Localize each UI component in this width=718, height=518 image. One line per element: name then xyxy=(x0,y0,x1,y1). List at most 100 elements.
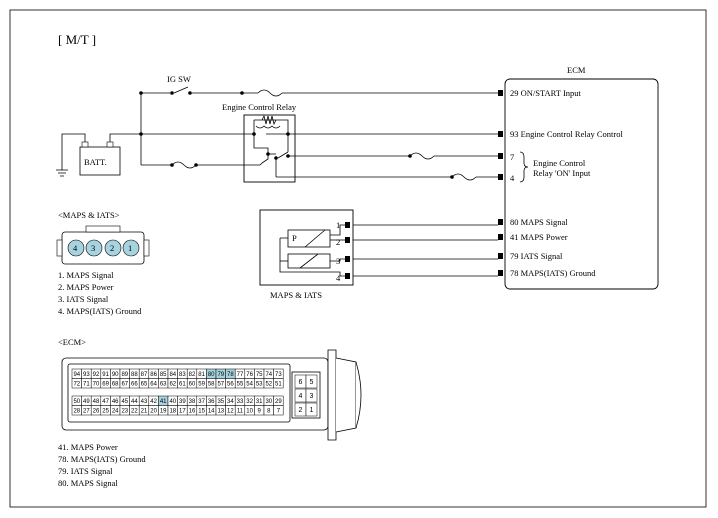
ecm-pin-markers xyxy=(498,90,503,276)
ecm-pin-number-79: 79 xyxy=(217,372,224,378)
ecm-pin-number-18: 18 xyxy=(169,409,176,415)
ecm-pin-number-36: 36 xyxy=(208,399,215,405)
ecm-legend-41: 41. MAPS Power xyxy=(58,442,118,452)
ecm-pin-number-28: 28 xyxy=(73,409,80,415)
ecm-pin-number-30: 30 xyxy=(265,399,272,405)
ecm-pin-78: 78 MAPS(IATS) Ground xyxy=(510,268,596,278)
ecm-pin-number-16: 16 xyxy=(189,409,196,415)
ecm-pin-number-47: 47 xyxy=(102,399,109,405)
maps-connector-title: <MAPS & IATS> xyxy=(58,210,120,220)
ecm-pin-7: 7 xyxy=(510,152,514,162)
sensor-pin-numbers: 1 2 3 4 xyxy=(336,220,341,283)
ecm-pin-number-55: 55 xyxy=(237,382,244,388)
ecm-legend-78: 78. MAPS(IATS) Ground xyxy=(58,454,146,464)
relay-label: Engine Control Relay xyxy=(222,102,297,112)
sensor-pin-3: 3 xyxy=(336,256,340,266)
ecm-pin-number-56: 56 xyxy=(227,382,234,388)
ecm-pin-number-88: 88 xyxy=(131,372,138,378)
ecm-pin-number-22: 22 xyxy=(131,409,138,415)
ecm-pin-number-23: 23 xyxy=(121,409,128,415)
ecm-pin-number-94: 94 xyxy=(73,372,80,378)
ecm-pin-number-82: 82 xyxy=(189,372,196,378)
ecm-pin-number-52: 52 xyxy=(265,382,272,388)
ecm-pin-number-76: 76 xyxy=(246,372,253,378)
ecm-pin-number-26: 26 xyxy=(93,409,100,415)
ecm-pin-number-14: 14 xyxy=(208,409,215,415)
ecm-pin-number-7: 7 xyxy=(277,409,281,415)
ecm-pin-number-63: 63 xyxy=(160,382,167,388)
ecm-pin-number-37: 37 xyxy=(198,399,205,405)
ecm-pin-cell-51 xyxy=(273,378,284,389)
ecm-pin-number-33: 33 xyxy=(237,399,244,405)
ecm-pin-number-10: 10 xyxy=(246,409,253,415)
ecm-pin-number-81: 81 xyxy=(198,372,205,378)
ecm-pin-number-27: 27 xyxy=(83,409,90,415)
maps-legend-4: 4. MAPS(IATS) Ground xyxy=(58,306,142,316)
ecm-pin-number-74: 74 xyxy=(265,372,272,378)
ecm-pin-number-40: 40 xyxy=(169,399,176,405)
battery-label: BATT. xyxy=(84,157,107,167)
ecm-pin-number-83: 83 xyxy=(179,372,186,378)
ecm-pin-number-80: 80 xyxy=(208,372,215,378)
ig-sw-label: IG SW xyxy=(167,74,191,84)
sensor-p-label: P xyxy=(292,233,297,243)
ecm-pin-number-92: 92 xyxy=(93,372,100,378)
ecm-pin-number-53: 53 xyxy=(256,382,263,388)
ecm-pin-number-49: 49 xyxy=(83,399,90,405)
ecm-pin-number-29: 29 xyxy=(275,399,282,405)
ecm-pin-number-70: 70 xyxy=(93,382,100,388)
ecm-pin-number-46: 46 xyxy=(112,399,119,405)
ecm-pin-number-64: 64 xyxy=(150,382,157,388)
ecm-pin-number-90: 90 xyxy=(112,372,119,378)
ecm-pin-number-31: 31 xyxy=(256,399,263,405)
ecm-pin-number-89: 89 xyxy=(121,372,128,378)
ecm-pin-number-39: 39 xyxy=(179,399,186,405)
relay-on-input-brace xyxy=(519,151,529,183)
ecm-pin-number-11: 11 xyxy=(237,409,244,415)
ecm-side-number-4: 4 xyxy=(299,393,303,400)
ecm-pin-number-32: 32 xyxy=(246,399,253,405)
ecm-pin-number-51: 51 xyxy=(275,382,282,388)
ecm-pin-number-59: 59 xyxy=(198,382,205,388)
maps-connector-pin-4: 4 xyxy=(73,243,78,253)
ecm-pin-number-43: 43 xyxy=(141,399,148,405)
ecm-pin-number-21: 21 xyxy=(141,409,148,415)
ecm-side-cell-3 xyxy=(305,388,318,403)
ecm-pin-41: 41 MAPS Power xyxy=(510,232,568,242)
maps-iats-sensor xyxy=(259,209,498,286)
ecm-pin-number-38: 38 xyxy=(189,399,196,405)
ecm-pin-number-75: 75 xyxy=(256,372,263,378)
sensor-pin-markers xyxy=(345,222,350,279)
power-wiring xyxy=(56,86,498,181)
ecm-side-number-6: 6 xyxy=(299,379,303,386)
ecm-pin-number-54: 54 xyxy=(246,382,253,388)
ecm-legend-80: 80. MAPS Signal xyxy=(58,478,118,488)
ecm-pin-number-19: 19 xyxy=(160,409,167,415)
ecm-side-number-5: 5 xyxy=(310,379,314,386)
ecm-side-number-2: 2 xyxy=(299,407,303,414)
ecm-pin-number-15: 15 xyxy=(198,409,205,415)
ecm-pin-number-45: 45 xyxy=(121,399,128,405)
ecm-pin-29: 29 ON/START Input xyxy=(510,88,582,98)
ecm-pin-number-85: 85 xyxy=(160,372,167,378)
page-frame xyxy=(9,9,707,508)
ecm-pin-number-66: 66 xyxy=(131,382,138,388)
ecm-legend-79: 79. IATS Signal xyxy=(58,466,113,476)
ecm-pin-number-87: 87 xyxy=(141,372,148,378)
maps-legend-1: 1. MAPS Signal xyxy=(58,270,114,280)
ecm-pin-number-9: 9 xyxy=(258,409,262,415)
ecm-pin-number-48: 48 xyxy=(93,399,100,405)
ecm-pin-number-71: 71 xyxy=(83,382,90,388)
ecm-pin-number-61: 61 xyxy=(179,382,186,388)
ecm-pin-number-67: 67 xyxy=(121,382,128,388)
maps-connector-legend: 1. MAPS Signal 2. MAPS Power 3. IATS Sig… xyxy=(58,270,142,316)
maps-legend-2: 2. MAPS Power xyxy=(58,282,114,292)
ecm-pin-number-24: 24 xyxy=(112,409,119,415)
ecm-pin-number-68: 68 xyxy=(112,382,119,388)
ecm-pin-number-42: 42 xyxy=(150,399,157,405)
ecm-pin-labels: 29 ON/START Input 93 Engine Control Rela… xyxy=(510,88,623,278)
ecm-pin-4: 4 xyxy=(510,173,515,183)
ecm-pin-number-73: 73 xyxy=(275,372,282,378)
maps-connector-pin-1: 1 xyxy=(128,243,132,253)
